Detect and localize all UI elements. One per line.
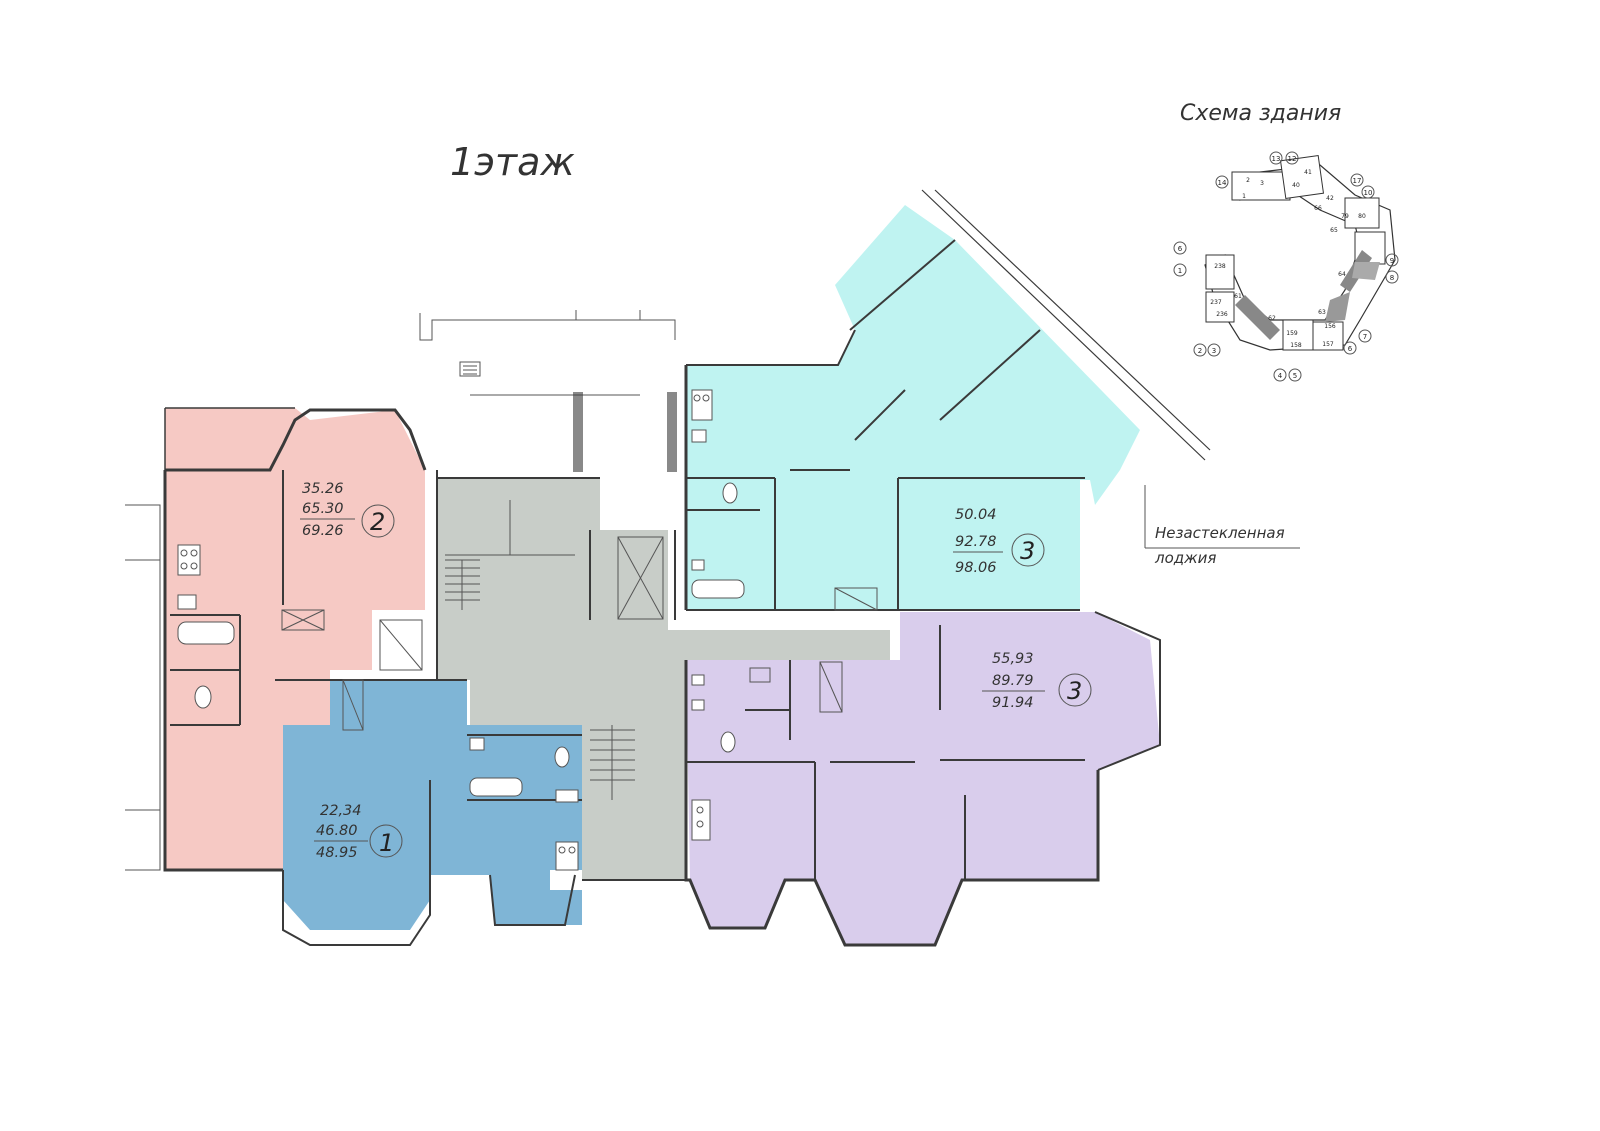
- svg-text:156: 156: [1324, 323, 1336, 330]
- apartment-area[interactable]: [165, 408, 425, 870]
- area-with-loggia: 98.06: [955, 560, 997, 576]
- bathtub-icon: [469, 777, 523, 797]
- svg-text:1: 1: [1242, 193, 1246, 200]
- stove-icon: [691, 799, 711, 841]
- svg-text:3: 3: [1212, 347, 1216, 355]
- svg-text:6: 6: [1178, 245, 1183, 253]
- svg-text:9: 9: [1390, 257, 1394, 265]
- toilet-icon: [720, 731, 736, 753]
- svg-text:42: 42: [1326, 195, 1334, 202]
- svg-text:8: 8: [1390, 274, 1394, 282]
- svg-text:12: 12: [1288, 155, 1297, 163]
- bathtub-icon: [177, 621, 235, 645]
- total-area: 65.30: [302, 501, 344, 517]
- loggia-note: Незастекленная лоджия: [1144, 485, 1300, 567]
- apartment-area[interactable]: [686, 205, 1140, 610]
- svg-text:238: 238: [1214, 263, 1226, 270]
- apartment-label-2: 35.26 65.30 69.26 2: [300, 481, 395, 539]
- svg-text:158: 158: [1290, 342, 1302, 349]
- svg-text:62: 62: [1268, 315, 1276, 322]
- apartment-area[interactable]: [283, 680, 582, 930]
- room-count-circle: [1011, 533, 1045, 567]
- svg-text:61: 61: [1234, 293, 1242, 300]
- toilet-icon: [722, 482, 738, 504]
- total-area: 46.80: [316, 823, 358, 839]
- svg-text:2: 2: [1198, 347, 1202, 355]
- living-area: 35.26: [302, 481, 344, 497]
- walls: [125, 189, 1211, 947]
- svg-text:3: 3: [1260, 180, 1264, 187]
- loggia-note-line1: Незастекленная: [1155, 524, 1285, 542]
- room-count-circle: [1058, 673, 1092, 707]
- stove-icon: [177, 544, 201, 576]
- room-count: 3: [1067, 677, 1082, 705]
- apartment-3-lower-rooms[interactable]: [686, 612, 1160, 945]
- living-area: 50.04: [955, 507, 997, 523]
- apartment-3-upper-rooms[interactable]: [686, 205, 1140, 610]
- room-count-circle: [361, 504, 395, 538]
- svg-text:80: 80: [1358, 213, 1366, 220]
- svg-text:40: 40: [1292, 182, 1300, 189]
- stove-icon: [691, 389, 713, 421]
- bathtub-icon: [691, 579, 745, 599]
- svg-text:237: 237: [1210, 299, 1222, 306]
- wardrobe-icon: [281, 609, 325, 631]
- room-count: 1: [379, 829, 394, 857]
- area-with-loggia: 69.26: [302, 523, 344, 539]
- toilet-icon: [554, 746, 570, 768]
- area-with-loggia: 91.94: [992, 695, 1034, 711]
- svg-text:2: 2: [1246, 177, 1250, 184]
- svg-text:64: 64: [1338, 271, 1346, 278]
- living-area: 22,34: [320, 803, 362, 819]
- svg-text:7: 7: [1363, 333, 1367, 341]
- svg-text:5: 5: [1293, 372, 1297, 380]
- apartment-label-1: 22,34 46.80 48.95 1: [314, 803, 403, 861]
- svg-text:41: 41: [1304, 169, 1312, 176]
- sink-icon: [691, 429, 707, 443]
- apartment-1-rooms[interactable]: [283, 680, 582, 930]
- apartment-label-3-upper: 50.04 92.78 98.06 3: [953, 507, 1045, 576]
- toilet-icon: [194, 685, 212, 709]
- apartment-2-rooms[interactable]: [165, 408, 425, 870]
- svg-text:66: 66: [1314, 205, 1322, 212]
- room-count-circle: [369, 824, 403, 858]
- svg-text:63: 63: [1318, 309, 1326, 316]
- svg-text:14: 14: [1218, 179, 1227, 187]
- total-area: 89.79: [992, 673, 1034, 689]
- sink-icon: [177, 594, 197, 610]
- svg-text:4: 4: [1278, 372, 1283, 380]
- sink-icon: [469, 737, 485, 751]
- elevator-shaft: [617, 536, 664, 620]
- loggia-note-line2: лоджия: [1154, 549, 1216, 567]
- svg-text:1: 1: [1178, 267, 1182, 275]
- scheme-title: Схема здания: [1180, 101, 1341, 126]
- svg-text:17: 17: [1353, 177, 1362, 185]
- svg-text:65: 65: [1330, 227, 1338, 234]
- room-count: 2: [370, 508, 385, 536]
- room-count: 3: [1020, 537, 1035, 565]
- fixtures: [177, 389, 878, 871]
- stove-icon: [555, 841, 579, 871]
- svg-text:79: 79: [1341, 213, 1349, 220]
- apartment-area[interactable]: [686, 612, 1160, 945]
- svg-text:157: 157: [1322, 341, 1334, 348]
- area-with-loggia: 48.95: [316, 845, 358, 861]
- building-scheme: 13 12 14 17 10 1 2 3 4 5 6 7 8 9 6 2 3 1…: [1173, 151, 1399, 382]
- living-area: 55,93: [992, 651, 1034, 667]
- svg-text:13: 13: [1272, 155, 1281, 163]
- svg-text:10: 10: [1364, 189, 1373, 197]
- svg-text:159: 159: [1286, 330, 1298, 337]
- common-area: [437, 478, 890, 880]
- floor-title: 1этаж: [450, 140, 575, 184]
- total-area: 92.78: [955, 534, 997, 550]
- apartment-label-3-lower: 55,93 89.79 91.94 3: [982, 651, 1092, 711]
- svg-text:6: 6: [1348, 345, 1353, 353]
- lobby-balcony: [419, 310, 677, 472]
- svg-text:236: 236: [1216, 311, 1228, 318]
